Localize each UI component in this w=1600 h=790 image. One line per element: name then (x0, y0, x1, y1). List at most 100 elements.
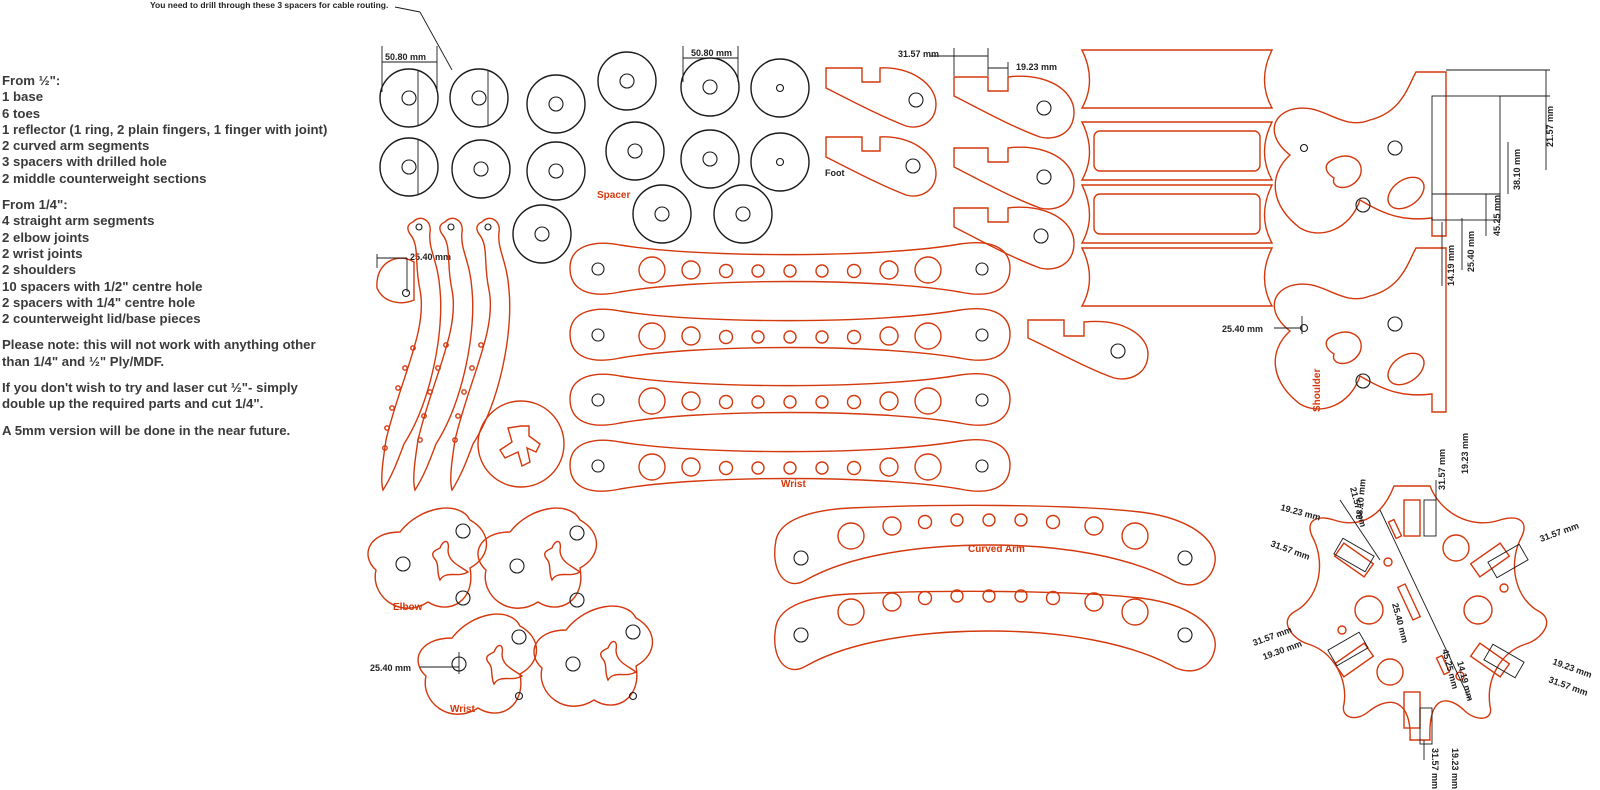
arm-pivot-hole (591, 459, 605, 473)
half-inch-item: 1 base (2, 89, 44, 105)
spacer (526, 74, 586, 134)
finger-radius-dim: 25.40 mm (410, 252, 451, 262)
cw-dim-5: 14.19 mm (1446, 245, 1456, 286)
shoulder-hole (1355, 373, 1371, 389)
arm-hole (846, 394, 862, 410)
foot (825, 136, 937, 197)
spacer-diameter-dim: 50.80 mm (691, 48, 732, 58)
curved-arm (774, 590, 1216, 672)
reflector-fingers: 25.40 mm (376, 217, 511, 492)
finger-small-hole (455, 413, 461, 419)
arm-hole (815, 461, 829, 475)
spacer (750, 132, 810, 192)
spacer-hole-small (775, 157, 785, 167)
base-hole (1376, 658, 1404, 686)
base-small-hole (1455, 671, 1465, 681)
joint-hole (511, 629, 527, 645)
base-slot (1333, 542, 1375, 578)
arm-hole (1014, 589, 1028, 603)
arm-hole (718, 329, 734, 345)
dim-box (1431, 193, 1501, 221)
shoulder (1273, 71, 1447, 237)
joint-hole (455, 590, 471, 606)
arm-hole (879, 457, 899, 477)
foot-dim-b: 19.23 mm (1016, 62, 1057, 72)
half-inch-item: 2 curved arm segments (2, 138, 150, 154)
arm-holes (591, 256, 989, 481)
straight-arm (569, 439, 1011, 492)
curved-arm (774, 504, 1216, 586)
foot (953, 75, 1075, 139)
joint-small-hole (628, 691, 638, 701)
elbow-label: Elbow (393, 602, 423, 613)
spacer (632, 184, 692, 244)
cw-dim-2: 38.10 mm (1512, 149, 1522, 190)
base-hole (1463, 595, 1493, 625)
arm-hole (783, 330, 797, 344)
material-note: Please note: this will not work with any… (2, 337, 316, 353)
shoulder-small-hole (1299, 143, 1309, 153)
arm-hole (950, 513, 964, 527)
base-slot (1403, 499, 1421, 537)
wrist-arm-label: Wrist (781, 479, 806, 490)
arm-hole (917, 590, 933, 606)
arm-hole (681, 457, 701, 477)
spacer (451, 139, 511, 199)
arm-hole (718, 263, 734, 279)
curved-arms: Curved Arm (774, 504, 1216, 672)
finger-small-hole (452, 437, 458, 443)
finger-hole (447, 223, 455, 231)
arm-hole (1045, 590, 1061, 606)
dim-box (1431, 95, 1501, 195)
foot (953, 206, 1075, 270)
quarter-inch-item: 2 shoulders (2, 262, 77, 278)
spacer-diameter-dim: 50.80 mm (385, 52, 426, 62)
arm-hole (879, 260, 899, 280)
arm-hole (914, 322, 942, 350)
finger-small-hole (382, 445, 388, 451)
curved-arm-holes (793, 513, 1193, 643)
foot-hole (1036, 169, 1052, 185)
counterweight-lid (1080, 247, 1274, 307)
arm-hole (638, 322, 666, 350)
arm-pivot-hole (975, 262, 989, 276)
counterweight-middle (1080, 121, 1274, 181)
spacer-hole (619, 73, 635, 89)
spacer (526, 141, 586, 201)
finger-small-hole (395, 385, 401, 391)
reflector-ring (477, 400, 565, 488)
dim-box (1483, 643, 1525, 679)
base-dim: 31.57 mm (1437, 449, 1447, 490)
half-inch-item: 6 toes (2, 105, 41, 121)
joints-group: Elbow Wrist 25.40 mm (367, 507, 653, 715)
base-center-slot (1396, 583, 1422, 621)
finger-small-hole (427, 389, 433, 395)
quarter-inch-heading: From 1/4": (2, 197, 68, 213)
shoulder-cutout (1387, 176, 1425, 210)
arm-pivot-hole (591, 262, 605, 276)
quarter-inch-item: 2 counterweight lid/base pieces (2, 311, 201, 327)
base-slot (1333, 642, 1375, 678)
base-slot (1403, 691, 1421, 729)
spacer-hole (471, 90, 487, 106)
arm-pivot-hole (591, 393, 605, 407)
spacer (750, 58, 810, 118)
arm-hole (638, 387, 666, 415)
spacer (597, 51, 657, 111)
ring-tri-cutout (499, 425, 541, 468)
base-dim: 19.23 mm (1279, 502, 1321, 522)
shoulder-group: Shoulder 25.40 mm 21.57 mm 38.10 mm 45.2… (1222, 69, 1555, 413)
arm-hole (846, 460, 862, 476)
spacer-hole (735, 206, 751, 222)
foot-dim-a: 31.57 mm (898, 49, 939, 59)
foot-hole (1033, 228, 1049, 244)
shoulder-cutout (1325, 331, 1362, 365)
joint-tri-cutout (431, 540, 470, 582)
spacer (680, 57, 740, 117)
base-dim: 31.57 mm (1269, 538, 1311, 561)
joint-hole (569, 525, 585, 541)
base-small-hole (1383, 557, 1393, 567)
material-note: than 1/4" and ½" Ply/MDF. (2, 353, 164, 369)
half-inch-item: 3 spacers with drilled hole (2, 154, 167, 170)
finger-small-hole (461, 389, 467, 395)
